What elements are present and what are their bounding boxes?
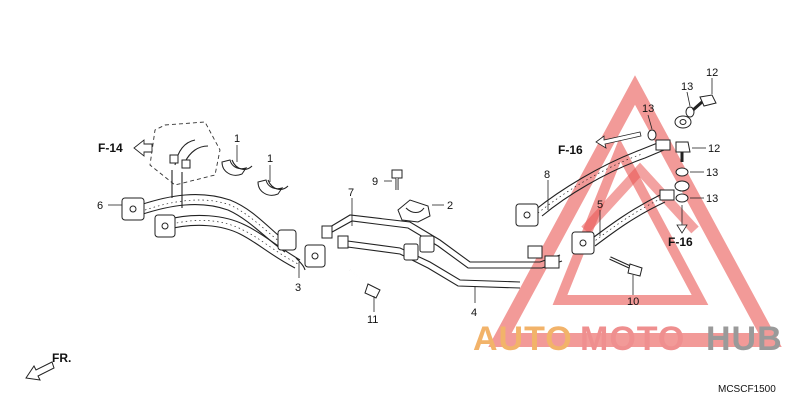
- callout-13d: 13: [706, 193, 718, 205]
- ref-f14-label: F-14: [98, 141, 123, 155]
- watermark-chevron: [581, 162, 699, 234]
- front-direction-label: FR.: [52, 351, 71, 365]
- clamp-part-1a: [221, 159, 253, 176]
- callout-4: 4: [471, 307, 477, 319]
- ref-f16-upper: F-16: [558, 131, 642, 157]
- washer-13-mid: [675, 167, 689, 177]
- banjo-upper: [647, 94, 717, 141]
- ref-f16-upper-arrow-icon: [595, 131, 642, 149]
- banjo-lower: [674, 141, 691, 203]
- callout-13b: 13: [681, 81, 693, 93]
- callout-5: 5: [597, 199, 603, 211]
- ref-f16-lower: F-16: [668, 205, 693, 249]
- callout-10: 10: [627, 296, 639, 308]
- washer-13-left: [647, 129, 657, 141]
- washer-13-upper: [685, 106, 695, 118]
- left-hose-assembly: [121, 170, 301, 269]
- ref-f16-lower-label: F-16: [668, 235, 693, 249]
- watermark-logo: [488, 75, 782, 347]
- watermark-triangle-outer: [488, 75, 782, 347]
- callout-1a: 1: [234, 133, 240, 145]
- callout-12a: 12: [706, 67, 718, 79]
- bolt-part-10: [609, 256, 643, 277]
- bolt-part-9: [391, 169, 403, 190]
- ref-f14-arrow-icon: [133, 139, 153, 157]
- callout-7: 7: [348, 187, 354, 199]
- right-hose-assembly: [515, 139, 675, 255]
- callout-12b: 12: [708, 143, 720, 155]
- clamp-part-2: [397, 199, 431, 223]
- watermark-text-auto: AUTO: [473, 320, 573, 358]
- leader-lines: [108, 78, 713, 312]
- callout-3: 3: [295, 282, 301, 294]
- callouts: 1 1 6 3 7 9 2 11 4 8 5 10 13 13 12 12 13…: [97, 67, 720, 326]
- callout-6: 6: [97, 200, 103, 212]
- callout-13c: 13: [706, 167, 718, 179]
- front-direction-indicator: FR.: [25, 351, 71, 381]
- callout-13a: 13: [642, 103, 654, 115]
- front-arrow-icon: [25, 361, 55, 381]
- watermark-text-moto: MOTO: [580, 320, 685, 358]
- callout-11: 11: [367, 314, 378, 326]
- ref-f16-lower-arrow-icon: [676, 224, 688, 234]
- inset-view-box: [149, 121, 221, 186]
- ref-f14: F-14: [98, 139, 153, 157]
- washer-13-low: [675, 193, 689, 203]
- callout-1b: 1: [267, 153, 273, 165]
- brake-pipes: [321, 214, 563, 289]
- bolt-12-lower: [675, 141, 691, 153]
- callout-2: 2: [447, 200, 453, 212]
- bolt-part-11: [349, 269, 381, 299]
- watermark-triangle-inner: [552, 138, 709, 305]
- watermark-text: AUTO MOTO HUB: [473, 320, 783, 358]
- ref-f16-upper-label: F-16: [558, 143, 583, 157]
- part-code: MCSCF1500: [718, 384, 776, 395]
- callout-8: 8: [544, 169, 550, 181]
- bolt-12-upper: [699, 94, 717, 107]
- joint-part-3: [277, 229, 326, 271]
- clamp-part-1b: [257, 179, 289, 196]
- callout-9: 9: [372, 176, 378, 188]
- watermark-text-hub: HUB: [706, 320, 783, 358]
